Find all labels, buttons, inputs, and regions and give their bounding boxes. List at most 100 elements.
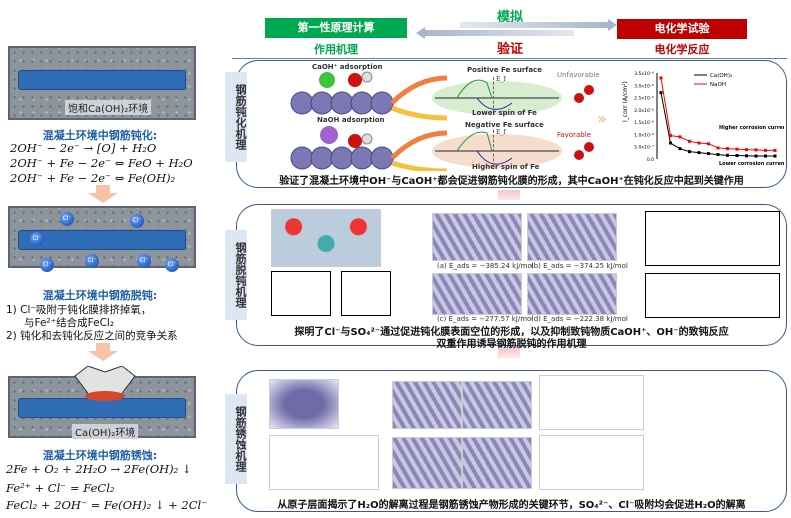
annotation: Lower corrosion current density (719, 161, 784, 167)
data-point (659, 91, 663, 95)
y-tick-label: 3.0x10⁻⁶ (634, 83, 654, 89)
fig-label: (c) E_ads = −277.57 kJ/mol (437, 315, 534, 323)
data-point (764, 148, 767, 152)
data-point (669, 141, 672, 145)
fig-label: NaOH adsorption (317, 116, 385, 124)
equation: FeCl₂ + 2OH⁻ = Fe(OH)₂ ↓ + 2Cl⁻ (6, 498, 208, 512)
data-point (707, 152, 710, 156)
equation: 2OH⁻ − 2e⁻ → [O] + H₂O (10, 141, 157, 155)
series-line (660, 77, 775, 151)
electrochem-reaction-label: 电化学反应 (654, 43, 710, 56)
y-tick-label: 3.5x10⁻⁶ (634, 71, 654, 77)
fermi-level-label: E_f (496, 76, 506, 83)
fig-label: Negative Fe surface (465, 121, 544, 129)
data-point (754, 154, 758, 158)
electrochem-box: 电化学试验 (617, 19, 747, 39)
equation: 2OH⁻ + Fe − 2e⁻ ⇔ Fe(OH)₂ (10, 171, 176, 185)
arrow-right-head (608, 19, 617, 31)
dissociation-structure-image (462, 437, 532, 489)
passivation-title: 混凝土环境中钢筋钝化: (42, 129, 158, 142)
first-principles-box: 第一性原理计算 (265, 18, 407, 38)
double-chevron-icon: » (597, 109, 607, 128)
data-point (678, 135, 682, 139)
panel-caption: 验证了混凝土环境中OH⁻与CaOH⁺都会促进钢筋钝化膜的形成，其中CaOH⁺在钝… (279, 176, 744, 187)
energy-plot-image (341, 271, 391, 316)
fig-label: Higher spin of Fe (472, 163, 540, 171)
fig-label: (d) E_ads = −222.38 kJ/mol (531, 315, 628, 323)
dissociation-structure-image (392, 381, 462, 429)
fig-label: (b) E_ads = −374.25 kJ/mol (531, 262, 628, 270)
legend-label: Ca(OH)₂ (710, 73, 732, 79)
corrosion-title: 混凝土环境中钢筋锈蚀: (42, 449, 158, 462)
legend-label: NaOH (710, 82, 726, 88)
fermi-level-label: E_f (496, 129, 506, 136)
fig-label: Lower spin of Fe (472, 109, 537, 117)
adsorption-structure-image (432, 213, 522, 261)
panel-caption: 从原子层面揭示了H₂O的解离过程是钢筋锈蚀产物形成的关键环节，SO₄²⁻、Cl⁻… (277, 500, 746, 511)
env-label: 饱和Ca(OH)₂环境 (65, 100, 152, 115)
data-point (726, 153, 729, 157)
down-arrow-icon (88, 185, 118, 203)
chloride-ion-icon: Cl⁻ (165, 258, 179, 272)
note: 与Fe²⁺结合成FeCl₂ (24, 317, 115, 329)
equation: 2Fe + O₂ + 2H₂O → 2Fe(OH)₂ ↓ (6, 462, 192, 476)
simulation-label: 模拟 (496, 10, 523, 25)
note: 2) 钝化和去钝化反应之间的竞争关系 (6, 330, 178, 342)
mechanism-label: 作用机理 (314, 43, 358, 56)
corrosion-current-chart: 0.05.0x10⁻⁷1.0x10⁻⁶1.5x10⁻⁶2.0x10⁻⁶2.5x1… (622, 71, 784, 167)
fig-label: CaOH⁺ adsorption (312, 63, 383, 71)
y-tick-label: 1.0x10⁻⁶ (634, 132, 654, 138)
arrow-left (424, 30, 574, 36)
chloride-ion-icon: Cl⁻ (60, 212, 74, 226)
crack-icon (74, 366, 136, 401)
annotation: Higher corrosion current density (719, 125, 784, 131)
atom-structure-image (271, 209, 381, 267)
passive-concrete-block: 饱和Ca(OH)₂环境 (8, 46, 196, 120)
y-tick-label: 2.5x10⁻⁶ (634, 96, 654, 102)
verification-label: 验证 (496, 42, 523, 57)
depassivation-panel: (a) E_ads = −385.24 kJ/mol (b) E_ads = −… (236, 204, 787, 350)
y-axis-label: I_corr (A/cm²) (622, 81, 629, 122)
energy-profile-image (539, 375, 644, 430)
dissociation-structure-image (392, 437, 462, 489)
data-point (678, 147, 682, 151)
y-tick-label: 1.5x10⁻⁶ (634, 120, 654, 126)
panel-label: 钢筋脱钝机理 (225, 230, 247, 320)
data-point (669, 134, 672, 138)
y-tick-label: 0.0 (647, 157, 654, 163)
corrosion-panel: 从原子层面揭示了H₂O的解离过程是钢筋锈蚀产物形成的关键环节，SO₄²⁻、Cl⁻… (236, 370, 787, 512)
panel-caption: 双重作用诱导钢筋脱钝的作用机理 (436, 339, 587, 350)
adsorption-structure-image (527, 213, 617, 261)
adsorption-figure (290, 71, 594, 171)
fig-label: Favorable (557, 131, 591, 139)
depassivation-title: 混凝土环境中钢筋脱钝: (42, 289, 158, 302)
data-point (659, 76, 663, 80)
data-point (773, 148, 777, 152)
fig-label: Unfavorable (557, 71, 600, 79)
data-point (697, 151, 701, 155)
equation: 2OH⁻ + Fe − 2e⁻ ⇔ FeO + H₂O (10, 156, 193, 170)
fermi-level-line (493, 77, 494, 113)
data-point (716, 153, 720, 157)
rebar (18, 70, 186, 90)
data-point (735, 154, 739, 158)
data-point (735, 147, 739, 151)
env-label: Ca(OH)₂环境 (72, 424, 139, 439)
arrow-left-head (416, 27, 425, 39)
dos-plot-image (645, 211, 780, 266)
energy-profile-image (269, 435, 379, 490)
data-point (688, 139, 691, 143)
panel-caption: 探明了Cl⁻与SO₄²⁻通过促进钝化膜表面空位的形成，以及抑制致钝物质CaOH⁺… (294, 327, 729, 338)
chloride-ion-icon: Cl⁻ (137, 254, 151, 268)
data-point (754, 148, 758, 152)
header-divider (232, 58, 787, 59)
adsorption-structure-image (432, 273, 522, 315)
data-point (697, 141, 701, 145)
down-arrow-icon (88, 343, 118, 361)
data-point (707, 142, 710, 146)
separator-arrow (498, 348, 520, 358)
arrow-right (460, 22, 610, 28)
fig-label: Positive Fe surface (467, 66, 542, 74)
data-point (745, 148, 748, 152)
fig-label: (a) E_ads = −385.24 kJ/mol (437, 262, 534, 270)
